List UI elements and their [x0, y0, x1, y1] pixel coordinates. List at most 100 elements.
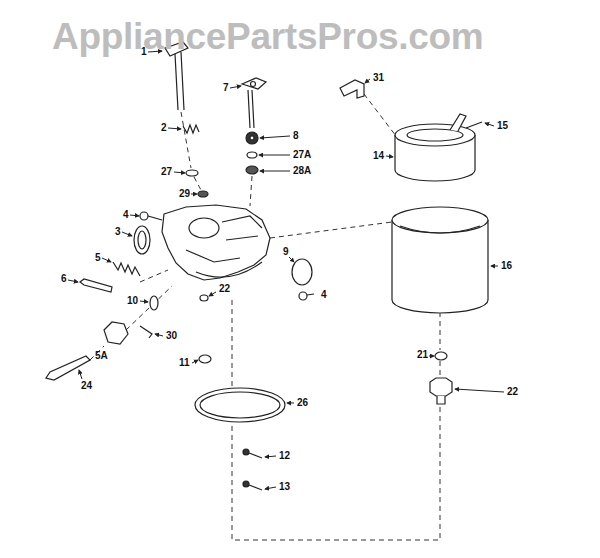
screw-head — [299, 292, 307, 300]
leader-line — [192, 360, 198, 363]
callout-number: 30 — [165, 330, 178, 342]
clip-wire — [249, 485, 262, 490]
float-pin — [466, 122, 482, 128]
callout-number: 27 — [160, 166, 173, 178]
callout-number: 8 — [292, 130, 300, 142]
choke-shaft — [248, 90, 254, 128]
callout-number: 22 — [218, 283, 231, 295]
leader-line — [265, 487, 276, 489]
washer — [247, 152, 257, 158]
guide-line — [140, 270, 168, 282]
throttle-shaft — [175, 52, 184, 110]
gasket-ring-inner — [138, 231, 146, 249]
callout-number: 1 — [140, 46, 148, 58]
welch-plug — [292, 259, 312, 285]
leader-line — [260, 136, 290, 138]
callout-number: 27A — [292, 149, 312, 161]
leader-line — [260, 171, 290, 172]
guide-line — [194, 177, 201, 190]
guide-line — [181, 112, 191, 168]
callout-number: 2 — [160, 122, 168, 134]
float-tab — [450, 114, 466, 131]
leader-line — [287, 403, 294, 404]
leader-line — [289, 257, 294, 262]
callout-number: 12 — [278, 450, 291, 462]
washer — [435, 352, 447, 360]
leader-line — [386, 156, 393, 157]
o-ring — [199, 355, 211, 363]
clip — [243, 449, 249, 455]
spring — [183, 125, 199, 133]
parts — [46, 42, 488, 490]
callout-number: 7 — [222, 82, 230, 94]
screw-head — [140, 212, 148, 220]
callout-number: 29 — [178, 188, 191, 200]
float-bowl-inner — [400, 226, 480, 233]
needle — [46, 356, 90, 380]
leader-lines — [68, 51, 504, 489]
leader-line — [68, 280, 78, 282]
leader-line — [365, 79, 370, 83]
leader-line — [130, 215, 139, 216]
float-top — [395, 124, 475, 146]
nut — [104, 322, 128, 344]
leader-line — [155, 334, 163, 336]
float-inner — [407, 129, 463, 141]
callout-number: 15 — [496, 120, 509, 132]
callout-number: 5A — [94, 350, 109, 362]
guide-line — [250, 176, 252, 206]
o-ring — [150, 296, 158, 310]
carburetor-body — [162, 205, 270, 280]
screw-shank — [148, 216, 162, 220]
leader-line — [168, 128, 181, 129]
bowl-nut — [430, 378, 452, 396]
float-bowl-rim — [392, 207, 488, 233]
clip-wire — [249, 453, 262, 458]
callout-number: 31 — [372, 72, 385, 84]
callout-number: 5 — [94, 252, 102, 264]
callout-number: 16 — [500, 260, 513, 272]
choke-lever-hole — [251, 82, 256, 87]
callout-number: 26 — [296, 397, 309, 409]
clip — [243, 481, 249, 487]
leader-line — [230, 86, 241, 88]
guide-line — [126, 286, 172, 330]
leader-line — [259, 155, 290, 156]
leader-line — [491, 266, 498, 267]
needle-screw — [80, 279, 112, 292]
fitting — [340, 80, 364, 98]
watermark: AppliancePartsPros.com — [52, 18, 483, 55]
washer — [198, 191, 208, 197]
bowl-gasket — [195, 388, 285, 422]
callout-number: 4 — [320, 289, 328, 301]
leader-line — [122, 232, 132, 236]
callout-number: 9 — [282, 246, 290, 258]
callout-number: 24 — [80, 380, 93, 392]
spring — [113, 262, 140, 276]
washer — [186, 170, 198, 176]
callout-number: 10 — [126, 295, 139, 307]
body-detail — [186, 216, 262, 277]
float-bowl — [392, 220, 488, 313]
guide-line — [270, 222, 392, 238]
screw-shank — [307, 294, 314, 295]
leader-line — [191, 194, 197, 195]
callout-number: 28A — [292, 165, 312, 177]
leader-line — [174, 172, 185, 173]
callout-number: 21 — [416, 349, 429, 361]
bowl-gasket-inner — [200, 392, 280, 418]
leader-line — [140, 301, 148, 302]
callout-number: 22 — [506, 386, 519, 398]
leader-line — [102, 258, 111, 262]
guide-line — [364, 94, 396, 136]
callout-number: 11 — [178, 357, 191, 369]
callout-number: 3 — [114, 226, 122, 238]
dashed-guide-lines — [90, 94, 440, 540]
leader-line — [455, 389, 504, 392]
bowl-nut-stem — [437, 396, 445, 404]
callout-number: 6 — [60, 273, 68, 285]
choke-lever — [242, 78, 266, 89]
